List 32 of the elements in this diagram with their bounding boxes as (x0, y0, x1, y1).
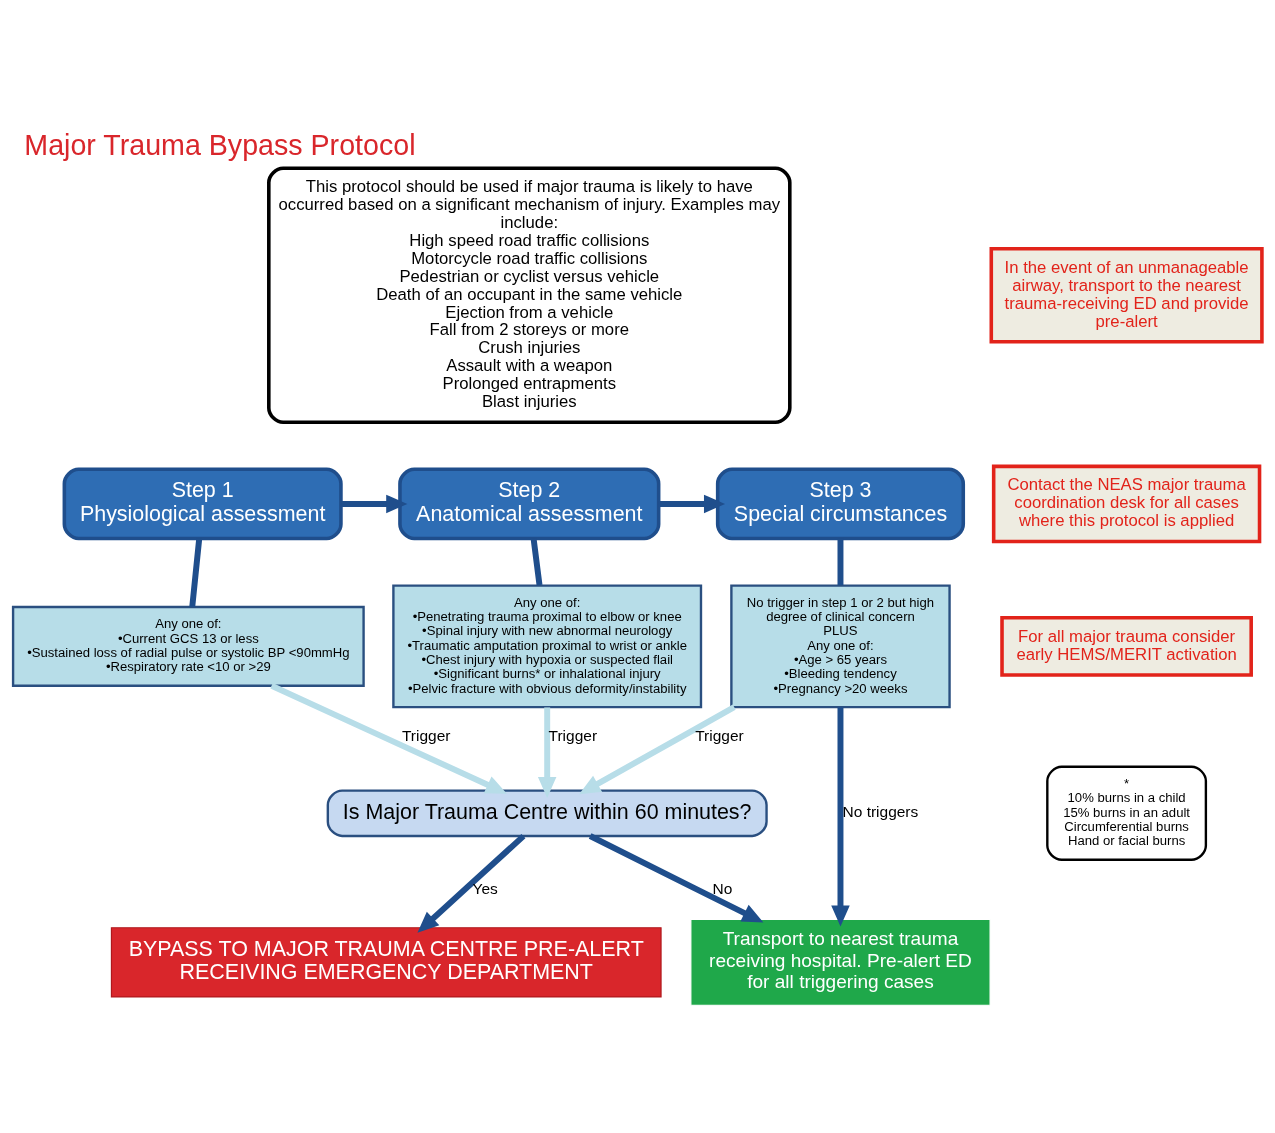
node-box: For all major trauma consider early HEMS/MERIT activation (1000, 615, 1253, 677)
arrow (579, 704, 736, 795)
edge-label: No triggers (842, 803, 919, 821)
node-box: Step 1 Physiological assessment (62, 467, 343, 541)
edge-label: Trigger (401, 727, 451, 745)
connector (189, 538, 203, 608)
arrow (417, 833, 526, 933)
diagram-title: Major Trauma Bypass Protocol (24, 129, 416, 162)
node-box: Step 3 Special circumstances (715, 467, 966, 541)
arrow (537, 707, 557, 798)
node-box: * 10% burns in a child 15% burns in an adult Circumferential burns Hand or facial burns (1046, 765, 1208, 861)
arrow (831, 707, 850, 927)
arrow (270, 683, 507, 794)
node-box: No trigger in step 1 or 2 but high degree of clinical concern PLUS Any one of: •Age > 65 years •Bleeding tendency •Pregnancy >20 weeks (730, 584, 951, 709)
edge-label: Trigger (695, 727, 744, 745)
arrow (341, 494, 408, 514)
edge-label: Trigger (548, 727, 598, 745)
node-box: Step 2 Anatomical assessment (398, 467, 661, 541)
arrow (588, 833, 764, 923)
node-box: Any one of: •Current GCS 13 or less •Sustained loss of radial pulse or systolic BP <90mmHg •Respiratory rate <10 or >29 (11, 605, 365, 687)
node-box: Transport to nearest trauma receiving hospital. Pre-alert ED for all triggering cases (690, 918, 991, 1006)
node-box: Contact the NEAS major trauma coordination desk for all cases where this protocol is applied (991, 464, 1262, 544)
connector (837, 538, 844, 586)
arrow (658, 494, 726, 514)
edge-label: Yes (472, 879, 498, 897)
node-box: This protocol should be used if major trauma is likely to have occurred based on a significant mechanism of injury. Examples may include: High speed road traffic collisions Motorcycle road traffic collisions Pedestrian or cyclist versus vehicle Death of an occupant in the same vehicle Ejection from a vehicle Fall from 2 storeys or more Crush injuries Assault with a weapon Prolonged entrapments Blast injuries (267, 166, 792, 425)
node-box: Any one of: •Penetrating trauma proximal to elbow or knee •Spinal injury with new abnormal neurology •Traumatic amputation proximal to wrist or ankle •Chest injury with hypoxia or suspected flail •Significant burns* or inhalational injury •Pelvic fracture with obvious deformity/instability (392, 584, 703, 709)
edge-label: No (712, 879, 733, 897)
node-box: In the event of an unmanageable airway, transport to the nearest trauma-receiving ED and provide pre-alert (989, 247, 1264, 344)
node-box: Is Major Trauma Centre within 60 minutes? (326, 789, 768, 838)
connector (530, 538, 543, 586)
node-box: BYPASS TO MAJOR TRAUMA CENTRE PRE-ALERT RECEIVING EMERGENCY DEPARTMENT (110, 927, 662, 998)
